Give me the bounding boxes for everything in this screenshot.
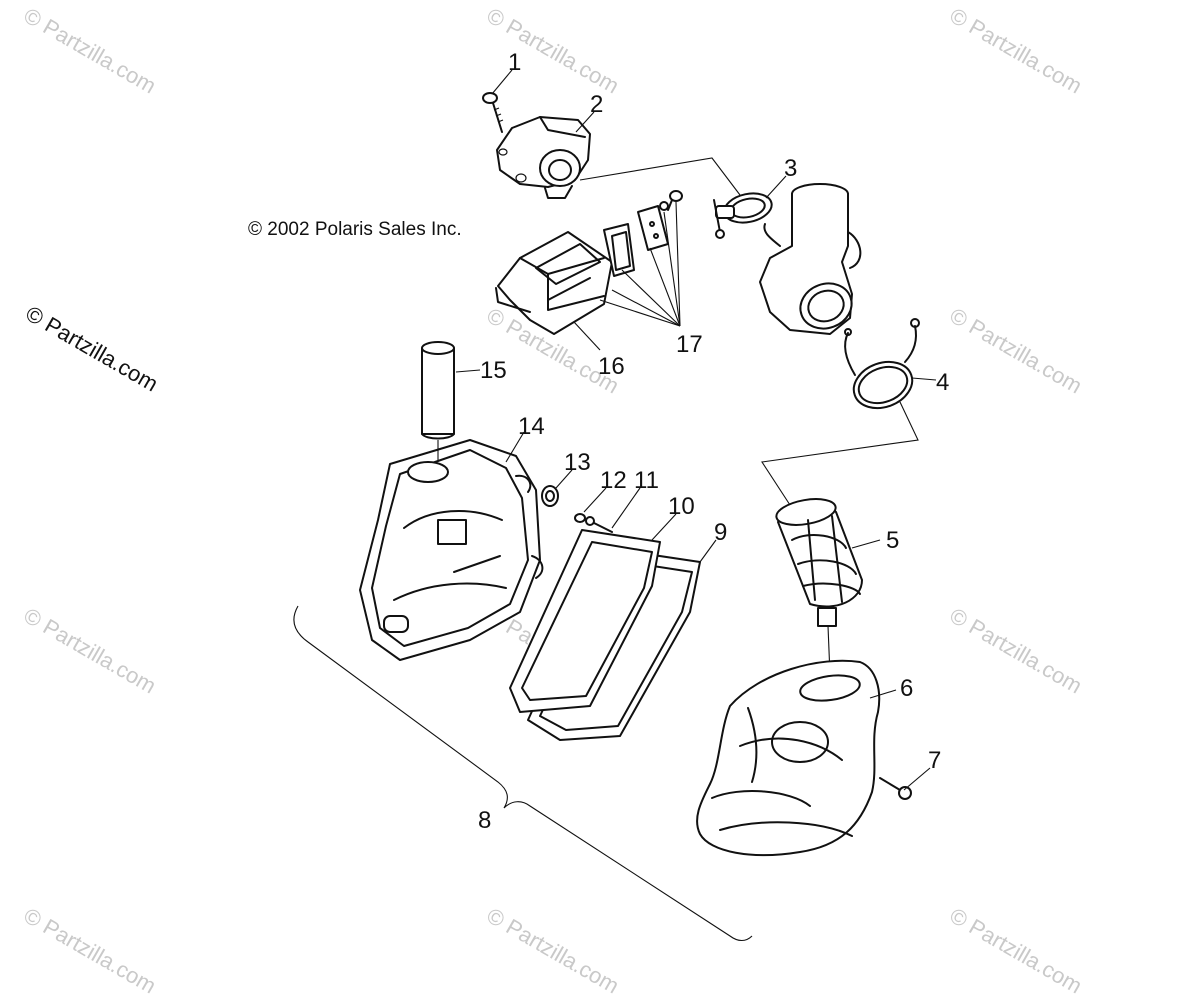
callout-6: 6 — [900, 675, 913, 702]
intake-boot — [759, 183, 862, 335]
part-14-airbox-upper — [359, 439, 544, 661]
watermark: © Partzilla.com — [20, 603, 161, 699]
callout-9: 9 — [714, 519, 727, 546]
copyright-text: © 2002 Polaris Sales Inc. — [248, 219, 462, 240]
callout-16: 16 — [598, 353, 625, 380]
callout-17: 17 — [676, 331, 703, 358]
callout-14: 14 — [518, 413, 545, 440]
callout-11: 11 — [634, 467, 659, 494]
watermark: © Partzilla.com — [483, 3, 624, 99]
assembly-bracket — [293, 605, 753, 942]
callout-4: 4 — [936, 369, 949, 396]
part-16-reed-block — [495, 231, 613, 335]
part-6-airbox-lower — [696, 659, 881, 857]
watermark: © Partzilla.com — [20, 903, 161, 994]
part-3-clamp — [713, 192, 773, 239]
part-2-carburetor — [496, 116, 591, 199]
part-7-screw — [879, 777, 912, 800]
part-10-filter-element — [509, 529, 661, 713]
watermark: © Partzilla.com — [946, 3, 1087, 99]
callout-15: 15 — [480, 357, 507, 384]
callout-7: 7 — [928, 747, 941, 774]
callout-12: 12 — [600, 467, 627, 494]
callout-labels: 1 2 3 4 5 6 7 8 9 10 11 12 13 14 15 16 1… — [478, 49, 949, 834]
part-4-clamp-ring — [844, 318, 920, 410]
callout-5: 5 — [886, 527, 899, 554]
callout-1: 1 — [508, 49, 521, 76]
watermark: © Partzilla.com — [946, 303, 1087, 399]
connector-line — [761, 401, 919, 506]
watermark: © Partzilla.com — [20, 3, 161, 99]
callout-2: 2 — [590, 91, 603, 118]
watermark: © Partzilla.com — [483, 903, 624, 994]
leader-lines — [455, 69, 937, 791]
part-11-screw — [585, 516, 613, 533]
part-13-grommet — [541, 485, 559, 507]
part-1-screw — [482, 92, 504, 133]
part-12-washer — [574, 513, 586, 523]
part-15-tube — [421, 341, 455, 440]
callout-13: 13 — [564, 449, 591, 476]
watermark: © Partzilla.com — [946, 603, 1087, 699]
part-17-reed-petals — [603, 190, 683, 277]
part-5-intake-bellows — [775, 498, 863, 627]
callout-10: 10 — [668, 493, 695, 520]
connector-line — [579, 157, 741, 196]
watermark-dark: © Partzilla.com — [22, 301, 163, 397]
callout-3: 3 — [784, 155, 797, 182]
callout-8: 8 — [478, 807, 491, 834]
watermark: © Partzilla.com — [946, 903, 1087, 994]
